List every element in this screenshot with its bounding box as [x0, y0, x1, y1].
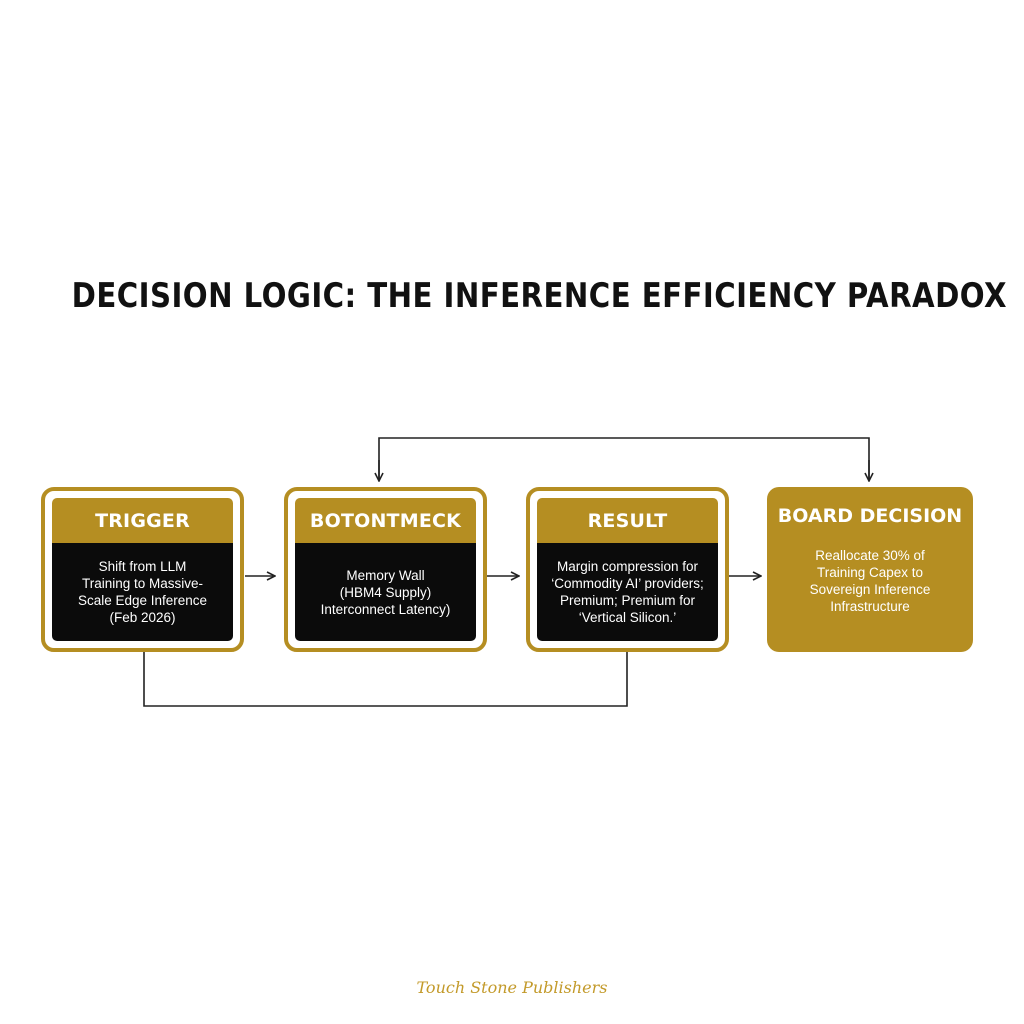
step-text: Reallocate 30% of Training Capex to Sove… [809, 548, 931, 614]
step-header: RESULT [537, 498, 718, 543]
step-header: BOTONTMECK [295, 498, 476, 543]
step-header: TRIGGER [52, 498, 233, 543]
step-text: Margin compression for ‘Commodity AI’ pr… [537, 543, 718, 641]
step-result: RESULT Margin compression for ‘Commodity… [526, 487, 729, 652]
publisher-credit: Touch Stone Publishers [416, 978, 608, 997]
step-board-decision: BOARD DECISION Reallocate 30% of Trainin… [767, 487, 973, 652]
bottom-connector [143, 652, 628, 707]
step-bottleneck: BOTONTMECK Memory Wall (HBM4 Supply) Int… [284, 487, 487, 652]
diagram-title: DECISION LOGIC: THE INFERENCE EFFICIENCY… [71, 276, 1008, 316]
step-text: Memory Wall (HBM4 Supply) Interconnect L… [295, 543, 476, 641]
step-text: Shift from LLM Training to Massive- Scal… [52, 543, 233, 641]
step-trigger: TRIGGER Shift from LLM Training to Massi… [41, 487, 244, 652]
step-header: BOARD DECISION [777, 505, 963, 527]
top-feedback-arrow [378, 437, 870, 480]
